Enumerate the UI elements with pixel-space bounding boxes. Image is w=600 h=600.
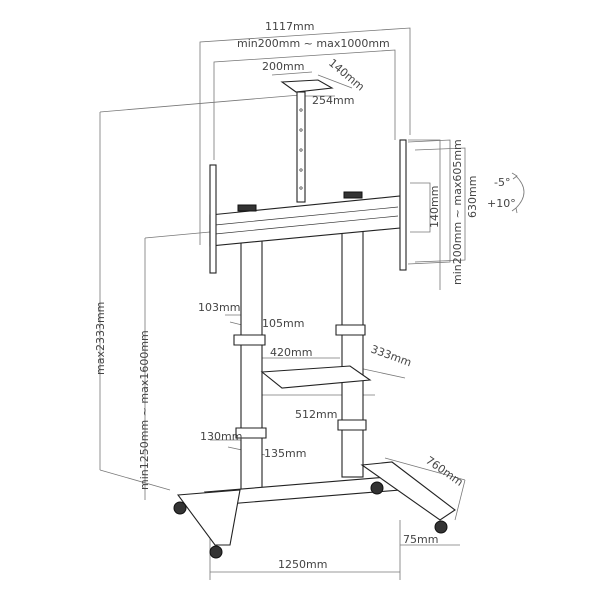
label-base-column-width: 130mm <box>200 430 242 443</box>
crossbar <box>209 195 401 247</box>
left-vesa-rail <box>209 164 217 274</box>
label-shelf-width: 420mm <box>270 346 312 359</box>
label-vesa-width-range: min200mm ~ max1000mm <box>237 37 390 50</box>
label-mount-plate-height: 140mm <box>428 186 441 228</box>
label-column-depth: 105mm <box>262 317 304 330</box>
label-bracket-height: 630mm <box>466 176 479 218</box>
label-top-plate-offset: 254mm <box>312 94 354 107</box>
label-shelf-depth: 333mm <box>369 343 413 370</box>
label-overall-width: 1117mm <box>265 20 314 33</box>
label-center-height-range: min1250mm ~ max1600mm <box>138 330 151 490</box>
label-column-width: 103mm <box>198 301 240 314</box>
label-tilt-down: +10° <box>487 197 516 210</box>
label-max-height: max2333mm <box>94 302 107 375</box>
label-caster-height: 75mm <box>403 533 438 546</box>
left-column <box>240 234 263 491</box>
top-plate <box>280 79 334 93</box>
stand-structure <box>173 79 456 559</box>
right-vesa-rail <box>399 139 407 271</box>
label-top-plate-width: 200mm <box>262 60 304 73</box>
label-shelf-spacing: 512mm <box>295 408 337 421</box>
label-base-depth: 760mm <box>423 454 465 489</box>
shelf <box>260 365 372 389</box>
label-vesa-height-range: min200mm ~ max605mm <box>451 139 464 285</box>
label-base-width: 1250mm <box>278 558 327 571</box>
right-column <box>341 214 364 478</box>
label-tilt-up: -5° <box>494 176 510 189</box>
caster-wheels <box>173 481 448 559</box>
label-base-column-depth: 135mm <box>264 447 306 460</box>
right-foot <box>360 461 456 521</box>
left-foot <box>176 489 241 546</box>
center-pole <box>296 91 306 203</box>
